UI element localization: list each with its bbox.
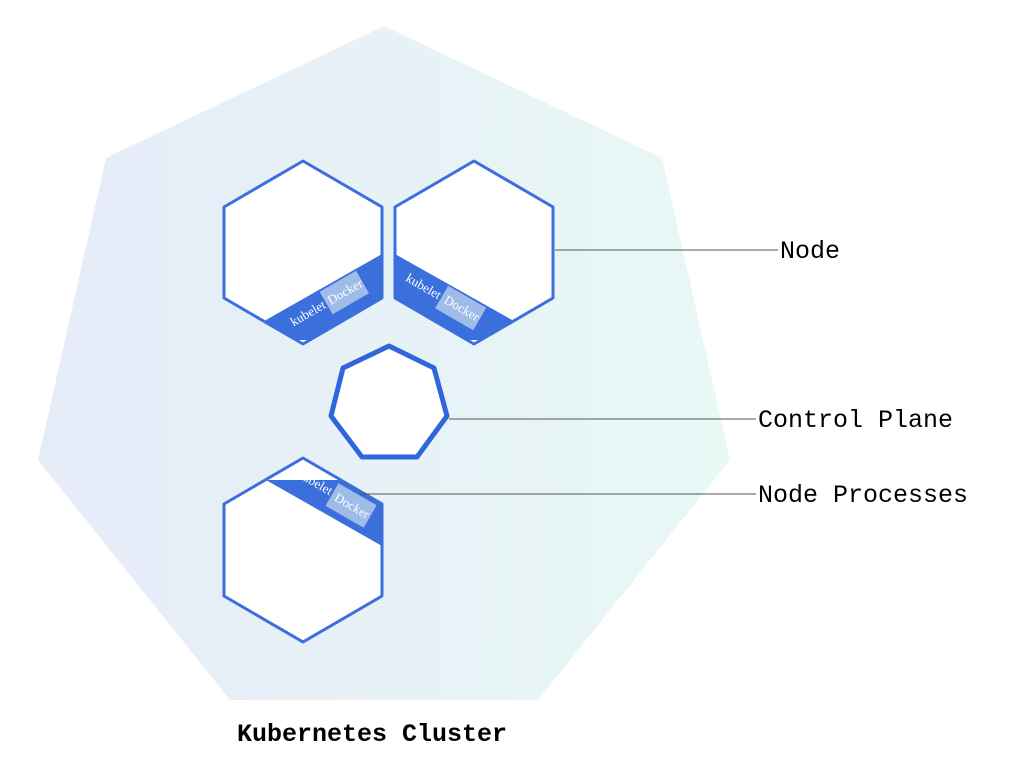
node-top-right: kubelet Docker bbox=[393, 159, 555, 346]
node-processes-label: Node Processes bbox=[758, 481, 968, 510]
docker-box bbox=[435, 285, 487, 331]
control-plane-label: Control Plane bbox=[758, 406, 953, 435]
docker-box bbox=[325, 483, 377, 528]
node-bottom: kubelet Docker bbox=[222, 456, 384, 644]
docker-box bbox=[319, 270, 369, 315]
control-plane-shape bbox=[328, 343, 450, 460]
node-label: Node bbox=[780, 237, 840, 266]
cluster-caption: Kubernetes Cluster bbox=[237, 720, 507, 749]
